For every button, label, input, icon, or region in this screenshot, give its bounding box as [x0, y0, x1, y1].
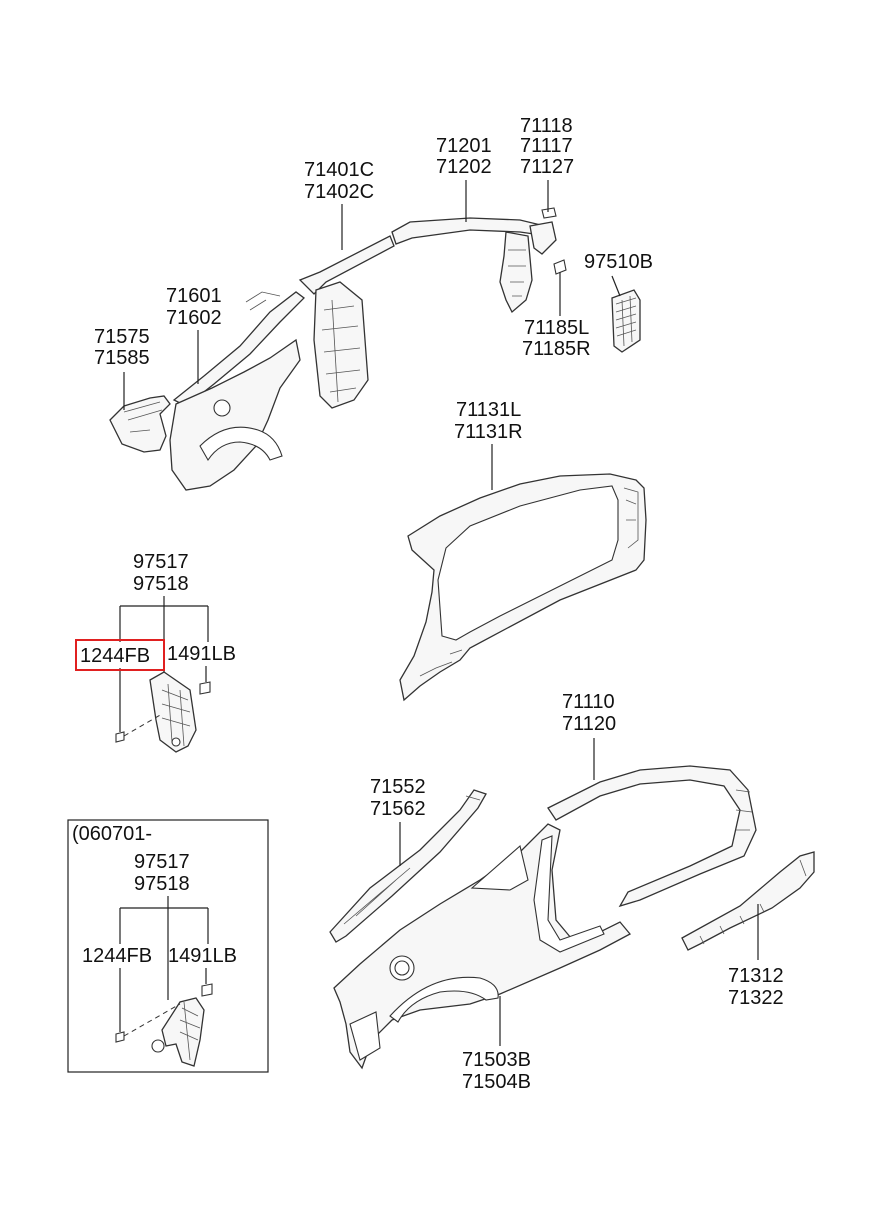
inset-label-1491lb[interactable]: 1491LB	[168, 945, 237, 967]
label-71120[interactable]: 71120	[562, 713, 616, 735]
label-71601[interactable]: 71601	[166, 285, 222, 307]
label-71552[interactable]: 71552	[370, 776, 426, 798]
label-71504b[interactable]: 71504B	[462, 1071, 531, 1093]
label-71185r[interactable]: 71185R	[522, 338, 591, 360]
label-1244fb[interactable]: 1244FB	[80, 645, 150, 667]
label-97510b[interactable]: 97510B	[584, 251, 653, 273]
label-71575[interactable]: 71575	[94, 326, 150, 348]
a-pillar-trim-71552	[329, 789, 487, 943]
revision-inset-box	[67, 819, 269, 1073]
inset-label-97518[interactable]: 97518	[134, 873, 190, 895]
sill-panel-71312	[681, 851, 815, 951]
label-1491lb[interactable]: 1491LB	[167, 643, 236, 665]
label-71131l[interactable]: 71131L	[456, 399, 521, 421]
label-71127[interactable]: 71127	[520, 156, 574, 178]
a-pillar-inner-71401c	[298, 235, 395, 409]
label-71402c[interactable]: 71402C	[304, 181, 374, 203]
label-71118[interactable]: 71118	[520, 115, 573, 137]
rear-inner-panel-71601	[169, 291, 305, 491]
outer-side-panel-71110	[333, 765, 757, 1070]
inset-date-label: (060701-	[72, 823, 152, 845]
inset-label-1244fb[interactable]: 1244FB	[82, 945, 152, 967]
label-71202[interactable]: 71202	[436, 156, 492, 178]
label-71562[interactable]: 71562	[370, 798, 426, 820]
rear-bracket-71575	[109, 395, 171, 453]
bracket-97517	[115, 671, 211, 753]
label-71185l[interactable]: 71185L	[524, 317, 589, 339]
label-71322[interactable]: 71322	[728, 987, 784, 1009]
label-71201[interactable]: 71201	[436, 135, 492, 157]
inner-side-panel-71131	[399, 473, 647, 702]
label-71602[interactable]: 71602	[166, 307, 222, 329]
label-71312[interactable]: 71312	[728, 965, 784, 987]
leader-lines	[119, 180, 759, 1046]
label-97518[interactable]: 97518	[133, 573, 189, 595]
label-97517[interactable]: 97517	[133, 551, 189, 573]
label-71585[interactable]: 71585	[94, 347, 150, 369]
roof-rail-assembly	[391, 207, 641, 353]
label-71110[interactable]: 71110	[562, 691, 615, 713]
highlight-box-1244fb	[75, 639, 165, 671]
part-labels: 71118 71117 71127 71201 71202 71401C 714…	[72, 115, 784, 1093]
inset-label-97517[interactable]: 97517	[134, 851, 190, 873]
bracket-97517-inset	[115, 983, 213, 1067]
label-71503b[interactable]: 71503B	[462, 1049, 531, 1071]
label-71401c[interactable]: 71401C	[304, 159, 374, 181]
label-71117[interactable]: 71117	[520, 135, 573, 157]
label-71131r[interactable]: 71131R	[454, 421, 523, 443]
